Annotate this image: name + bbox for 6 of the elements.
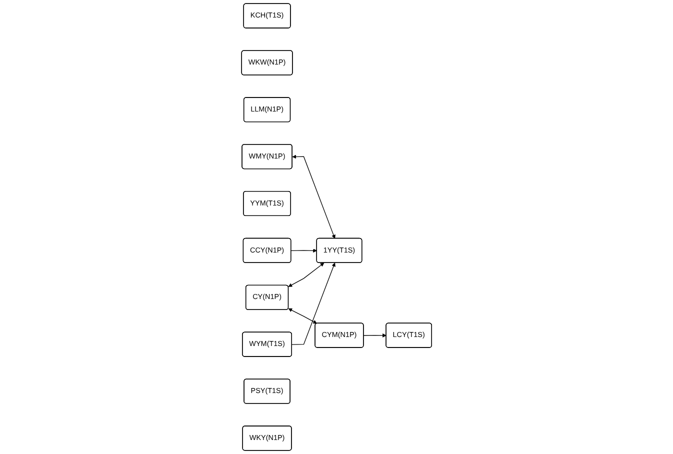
arrow bbox=[363, 333, 386, 338]
arrow bbox=[291, 262, 336, 345]
arrow bbox=[290, 248, 317, 253]
arrow bbox=[292, 154, 336, 239]
arrow bbox=[288, 308, 317, 324]
arrow bbox=[288, 262, 324, 287]
